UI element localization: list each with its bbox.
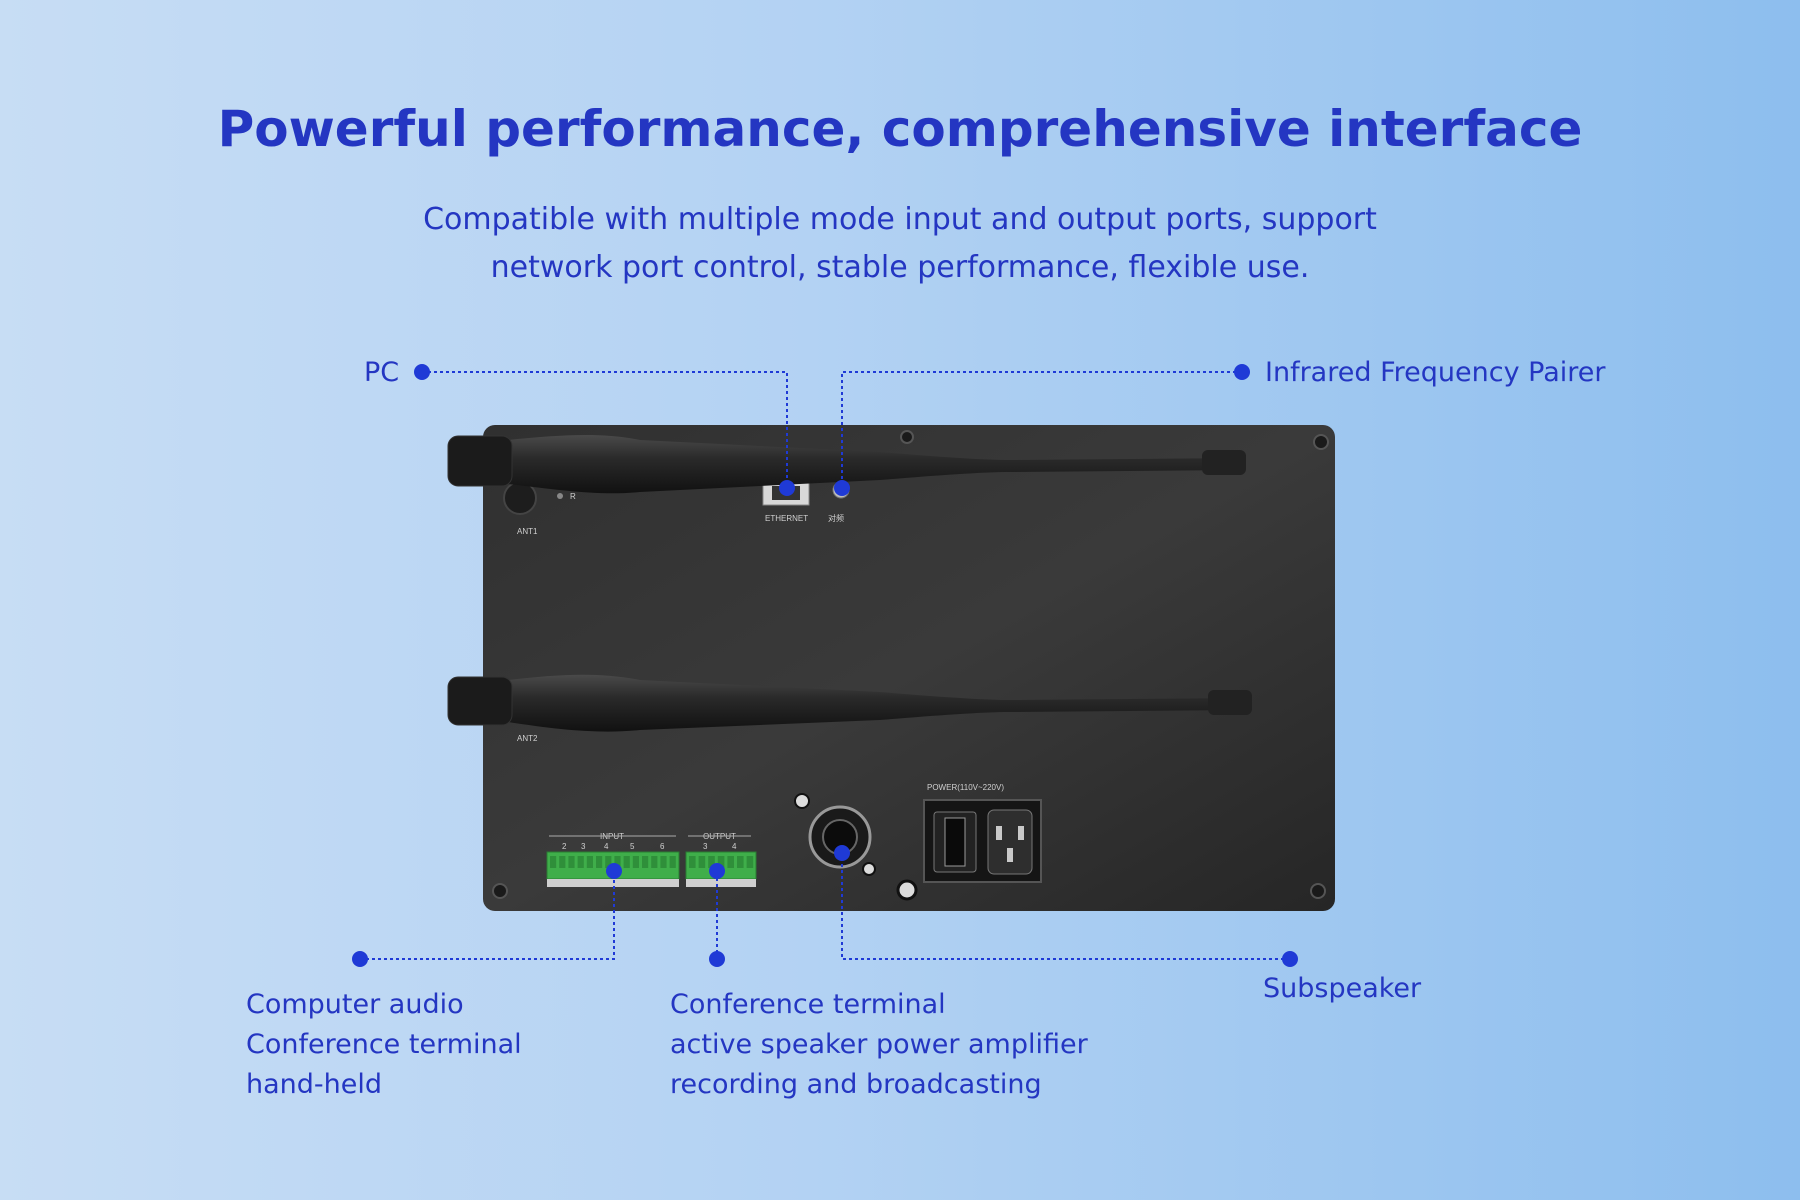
input-number: 6 <box>660 842 665 851</box>
terminal-pin <box>596 856 603 868</box>
terminal-pin <box>577 856 584 868</box>
callout-line: Computer audio <box>246 989 464 1020</box>
pairing-dot <box>834 480 850 496</box>
infrared-leader-line <box>841 371 1242 488</box>
antenna-tip <box>1202 450 1246 475</box>
power-socket-icon <box>987 809 1033 875</box>
pc-leader-line <box>422 371 788 488</box>
computer-audio-dot <box>352 951 368 967</box>
output-dot <box>709 863 725 879</box>
input-number: 2 <box>562 842 567 851</box>
ant1-label: ANT1 <box>517 527 538 536</box>
callout-line: hand-held <box>246 1069 383 1100</box>
callout-pc: PC <box>364 353 399 393</box>
callout-lines <box>360 371 1290 960</box>
antenna-base <box>447 435 513 487</box>
terminal-pin <box>660 856 667 868</box>
terminal-pin <box>614 856 621 868</box>
terminal-pin <box>669 856 676 868</box>
terminal-pin <box>550 856 557 868</box>
callout-infrared-label: Infrared Frequency Pairer <box>1265 357 1606 388</box>
r-label: R <box>570 492 576 501</box>
screw-icon <box>794 793 810 809</box>
conference-dot <box>709 951 725 967</box>
power-pin <box>1007 848 1013 862</box>
ant2-label: ANT2 <box>517 734 538 743</box>
infrared-dot <box>1234 364 1250 380</box>
terminal-pin <box>746 856 754 868</box>
screw-icon <box>900 430 914 444</box>
pairing-label: 对频 <box>828 513 844 523</box>
led-icon <box>557 493 563 499</box>
output-number: 3 <box>703 842 708 851</box>
callout-line: Conference terminal <box>246 1029 522 1060</box>
terminal-pin <box>642 856 649 868</box>
callout-infrared: Infrared Frequency Pairer <box>1265 353 1605 393</box>
subspeaker-dot <box>1282 951 1298 967</box>
terminal-pin <box>708 856 715 868</box>
power-label: POWER(110V~220V) <box>927 783 1004 792</box>
terminal-pin <box>605 856 612 868</box>
terminal-pin <box>651 856 658 868</box>
terminal-pin <box>586 856 593 868</box>
terminal-pins <box>550 856 754 868</box>
input-number: 5 <box>630 842 635 851</box>
antenna-connector-icon <box>503 481 537 515</box>
terminal-pin <box>559 856 566 868</box>
callout-conference: Conference terminal active speaker power… <box>670 985 1088 1105</box>
callout-line: recording and broadcasting <box>670 1069 1042 1100</box>
callout-subspeaker-label: Subspeaker <box>1263 973 1422 1004</box>
power-pin <box>1018 826 1024 840</box>
input-numbers: 2 3 4 5 6 3 4 <box>562 842 737 851</box>
antenna-body <box>508 674 1246 732</box>
page-subtitle: Compatible with multiple mode input and … <box>0 196 1800 292</box>
page-title: Powerful performance, comprehensive inte… <box>217 100 1583 158</box>
input-number: 3 <box>581 842 586 851</box>
subspeaker-leader-line <box>841 853 1290 960</box>
ethernet-label: ETHERNET <box>765 514 808 523</box>
device-back-panel: R ANT1 ANT2 ETHERNET 对频 INPUT OUTPUT 2 3… <box>483 425 1335 911</box>
power-pin <box>996 826 1002 840</box>
terminal-pin <box>737 856 744 868</box>
ethernet-dot <box>779 480 795 496</box>
rocker-switch <box>944 817 966 867</box>
antenna-tip <box>1208 690 1252 715</box>
screw-icon <box>1310 883 1326 899</box>
subtitle-line: Compatible with multiple mode input and … <box>423 202 1377 237</box>
antenna-1 <box>447 435 1246 494</box>
callout-subspeaker: Subspeaker <box>1263 969 1421 1009</box>
callout-dots <box>352 364 1298 967</box>
callout-pc-label: PC <box>364 357 400 388</box>
terminal-pin <box>727 856 734 868</box>
ground-terminal-icon <box>896 879 918 901</box>
output-terminal-label-strip <box>686 879 756 887</box>
terminal-pin <box>632 856 639 868</box>
subtitle-line: network port control, stable performance… <box>490 250 1310 285</box>
callout-computer-audio: Computer audio Conference terminal hand-… <box>246 985 522 1105</box>
callout-line: active speaker power amplifier <box>670 1029 1088 1060</box>
screw-icon <box>492 883 508 899</box>
device-panel <box>483 425 1335 911</box>
callout-line: Conference terminal <box>670 989 946 1020</box>
antenna-2 <box>447 674 1252 732</box>
terminal-pin <box>717 856 725 868</box>
terminal-pin <box>698 856 706 868</box>
screw-icon <box>1313 434 1329 450</box>
output-number: 4 <box>732 842 737 851</box>
antenna-body <box>508 435 1240 494</box>
terminal-pin <box>568 856 575 868</box>
antenna-base <box>447 676 513 726</box>
terminal-pin <box>689 856 696 868</box>
speakon-dot <box>834 845 850 861</box>
terminal-pin <box>623 856 630 868</box>
screw-icon <box>862 862 876 876</box>
pc-dot <box>414 364 430 380</box>
input-number: 4 <box>604 842 609 851</box>
input-dot <box>606 863 622 879</box>
computer-audio-leader-line <box>360 871 615 960</box>
